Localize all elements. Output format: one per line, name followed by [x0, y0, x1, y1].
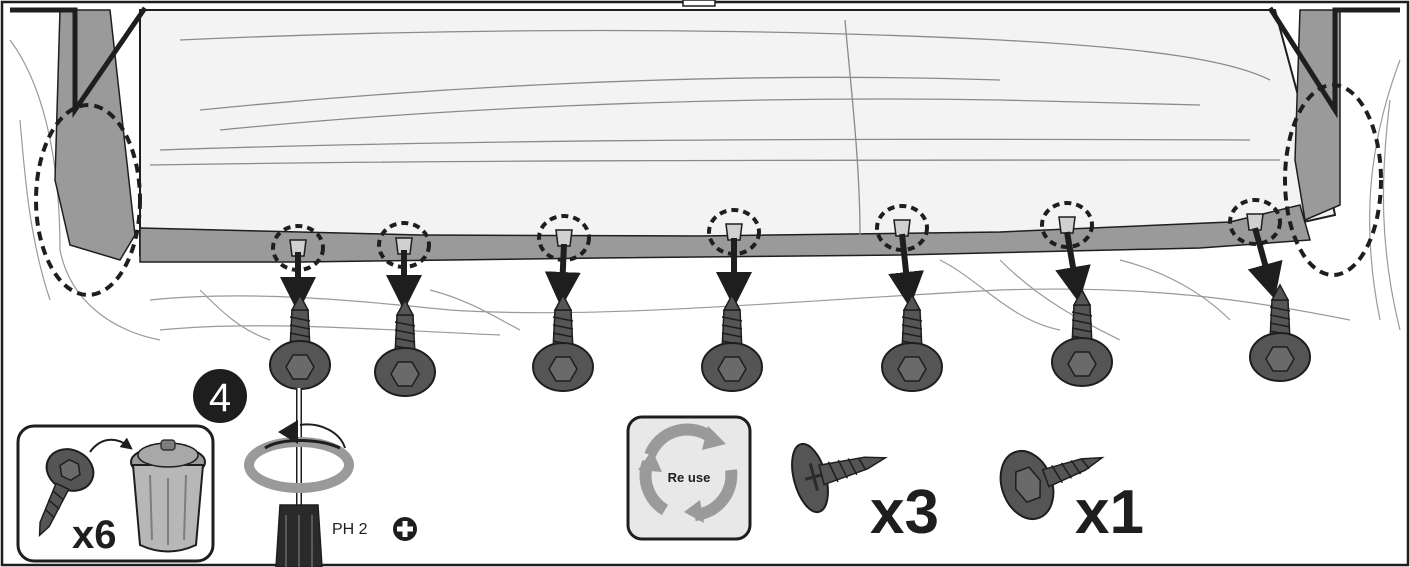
tool-bit-label: PH 2	[332, 521, 368, 538]
screw-icon	[38, 448, 95, 538]
trash-can-icon	[130, 439, 206, 553]
remove-direction-arrow	[1055, 231, 1091, 303]
tool-instruction: PH 2	[244, 388, 417, 567]
recycle-icon: Re use	[626, 415, 752, 541]
reuse-badge-label: Re use	[668, 470, 711, 485]
remove-direction-arrow	[888, 233, 924, 308]
discard-quantity-label: x6	[72, 513, 117, 557]
remove-direction-arrow	[1247, 227, 1283, 300]
vehicle-illustration	[9, 0, 1401, 341]
phillips-cross-icon	[393, 517, 417, 541]
bumper-panel	[139, 9, 1337, 257]
reuse-panel: Re use x3 x1	[626, 415, 1144, 547]
screwdriver-icon	[275, 388, 323, 567]
reuse-quantity-b-label: x1	[1075, 478, 1144, 547]
screw-removal-points	[271, 198, 1283, 313]
step-number: 4	[209, 376, 231, 420]
screw-location-highlight	[1228, 198, 1282, 246]
arrow-icon	[89, 437, 133, 453]
clip-highlight-right	[1283, 83, 1383, 277]
clip-highlight-left	[34, 103, 142, 297]
panhead-screw-icon	[791, 442, 888, 514]
washer-screw-icon	[999, 450, 1105, 520]
rotate-counterclockwise-icon	[244, 420, 354, 493]
step-number-badge: 4	[193, 369, 247, 423]
discard-panel: x6	[16, 424, 215, 563]
removed-screws	[269, 283, 1311, 397]
reuse-quantity-a-label: x3	[870, 478, 939, 547]
remove-direction-arrow	[544, 243, 581, 308]
